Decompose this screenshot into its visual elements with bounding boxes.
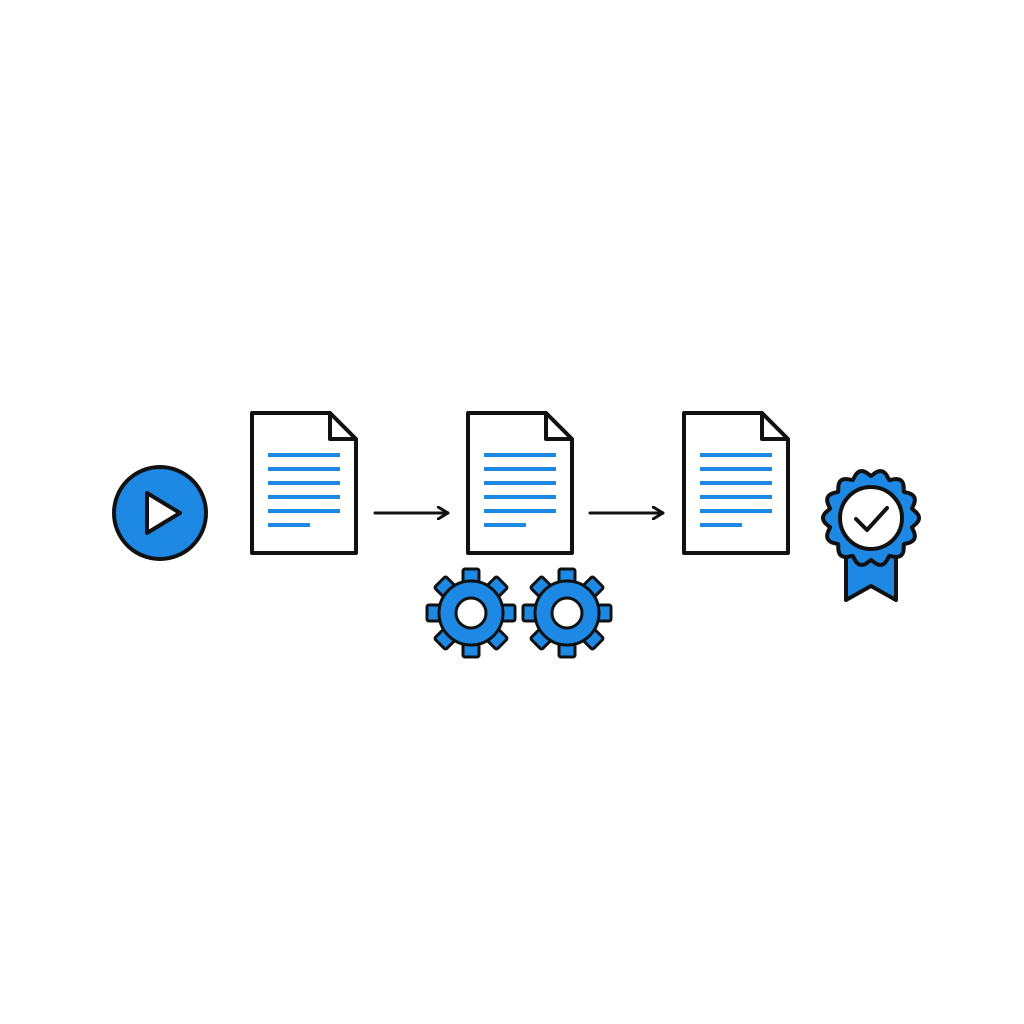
gear-icon [521,567,613,659]
text-line [268,509,340,513]
text-line [700,481,772,485]
document-icon [466,411,574,555]
text-line [484,495,556,499]
text-line [700,453,772,457]
award-check-badge-icon [821,469,921,602]
document-text-lines [700,453,772,527]
text-line [700,509,772,513]
gears-icon [425,567,613,659]
text-line [268,523,310,527]
text-line [700,467,772,471]
document-text-lines [484,453,556,527]
text-line [268,467,340,471]
text-line [268,495,340,499]
text-line [700,523,742,527]
text-line [484,467,556,471]
text-line [484,481,556,485]
text-line [484,523,526,527]
text-line [700,495,772,499]
text-line [484,509,556,513]
text-line [268,453,340,457]
document-text-lines [268,453,340,527]
document-icon [682,411,790,555]
document-icon [250,411,358,555]
check-icon [854,506,889,532]
text-line [268,481,340,485]
text-line [484,453,556,457]
gear-icon [425,567,517,659]
play-circle-icon [112,465,208,561]
